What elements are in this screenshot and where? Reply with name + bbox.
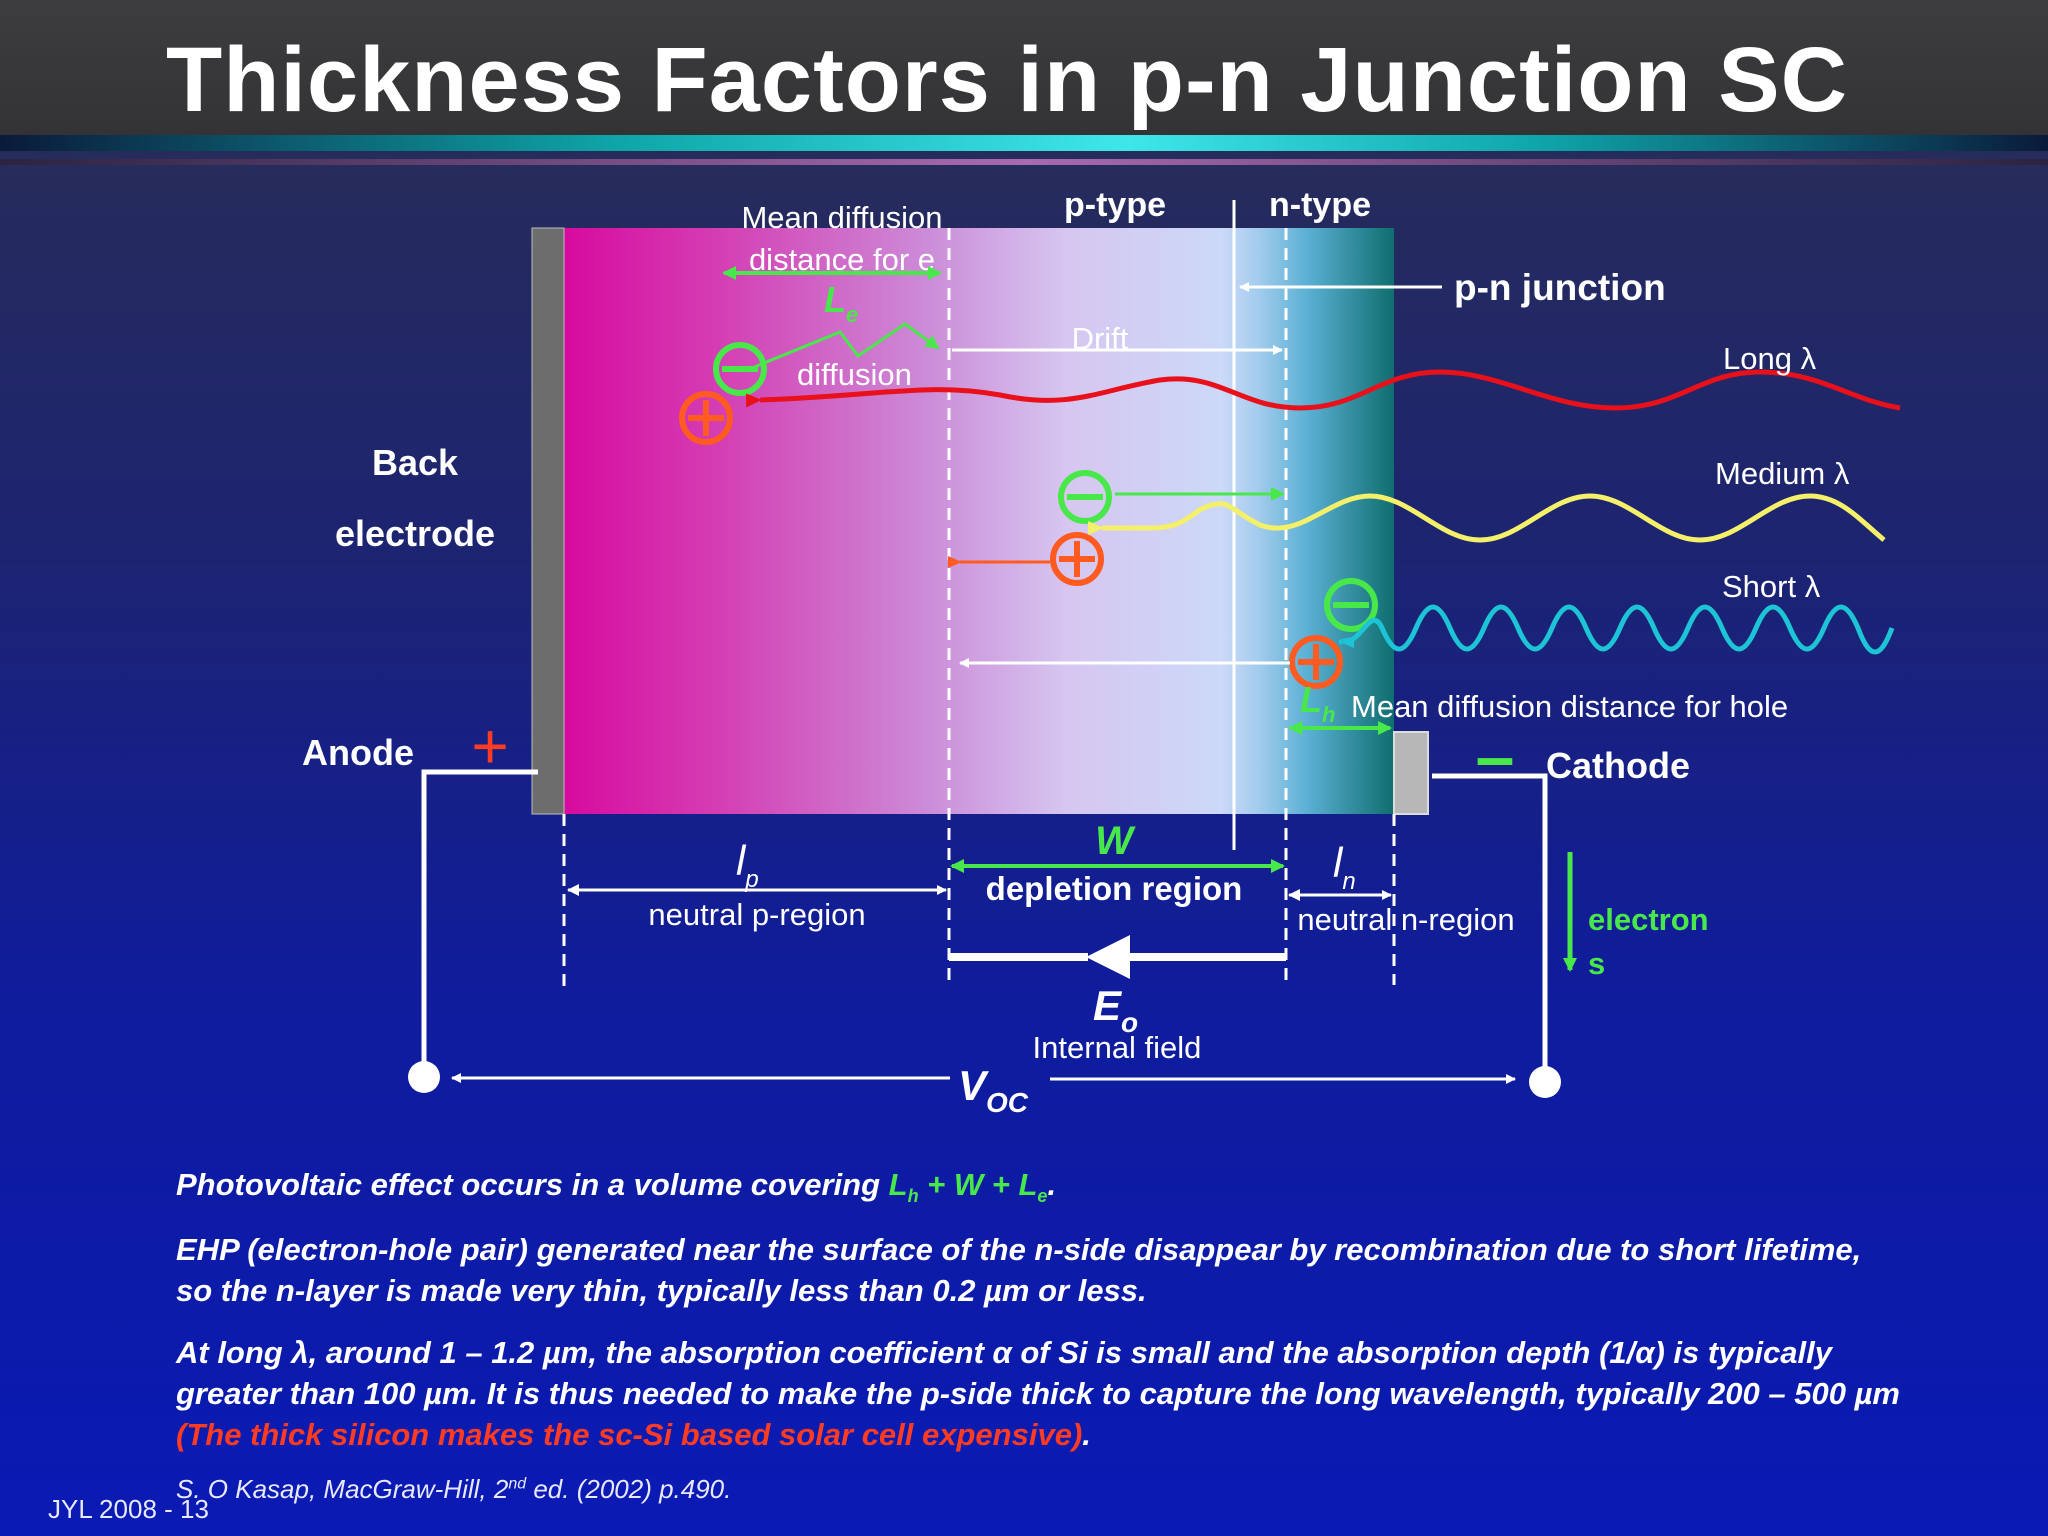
cathode-minus: – [1476,717,1515,795]
le-symbol: Le [824,279,858,327]
hole-long [679,391,733,445]
short-wavelength-wave [1338,604,1895,655]
internal-field-arrowhead [1086,935,1130,979]
anode-label: Anode [302,732,414,773]
voc-symbol: VOC [958,1062,1029,1118]
internal-field-label: Internal field [1033,1030,1202,1065]
anode-wire [421,769,538,1078]
back-electrode-label: Back [372,442,459,483]
back-electrode-plate [531,227,565,815]
electron-long [713,342,767,396]
mean-diffusion-e-label: Mean diffusion [741,200,942,235]
electrons-label: electron [1588,902,1709,937]
electrons-label-2: s [1588,946,1605,981]
title-bar: Thickness Factors in p-n Junction SC [0,0,2048,135]
note-3-cost: (The thick silicon makes the sc-Si based… [176,1417,1083,1452]
note-1-lh: Lh [888,1167,919,1207]
note-1-end: . [1047,1167,1057,1202]
front-contact [1393,731,1429,815]
anode-terminal [408,1061,440,1093]
lh-symbol: Lh [1300,679,1335,727]
w-symbol: W [1095,819,1136,863]
semiconductor-block [532,228,1394,814]
slide-title: Thickness Factors in p-n Junction SC [166,29,1849,131]
eo-symbol: Eo [1093,982,1138,1038]
n-type-label: n-type [1269,186,1371,224]
diffusion-path [751,322,940,370]
neutral-p-label: neutral p-region [648,897,865,932]
back-electrode-label-2: electrode [335,513,495,554]
hole-short [1289,635,1343,689]
long-wavelength-wave [745,369,1901,411]
medium-lambda-label: Medium λ [1715,456,1850,491]
citation: S. O Kasap, MacGraw-Hill, 2nd ed. (2002)… [176,1474,732,1504]
electron-medium [1058,470,1112,524]
cathode-wire [1432,773,1548,1082]
depletion-label: depletion region [986,870,1243,907]
note-1-w: + W + [918,1167,1019,1202]
ln-symbol: ln [1333,839,1356,895]
note-3-text: At long λ, around 1 – 1.2 µm, the absorp… [176,1335,1900,1411]
hole-medium [1050,532,1104,586]
note-1-text: Photovoltaic effect occurs in a volume c… [176,1167,889,1202]
p-type-label: p-type [1064,186,1166,224]
note-ehp-recombination: EHP (electron-hole pair) generated near … [176,1232,1862,1308]
mean-diffusion-hole-label: Mean diffusion distance for hole [1351,689,1788,724]
medium-wavelength-wave [1088,493,1886,543]
cathode-label: Cathode [1546,745,1690,786]
long-lambda-label: Long λ [1723,341,1817,376]
title-divider [0,135,2048,151]
neutral-n-label: neutral n-region [1297,902,1514,937]
lp-symbol: lp [736,837,759,893]
note-1-le: Le [1018,1167,1048,1207]
title-divider-thin [0,159,2048,165]
electron-short [1324,578,1378,632]
pn-junction-label: p-n junction [1454,267,1666,308]
note-photovoltaic-volume: Photovoltaic effect occurs in a volume c… [176,1164,1906,1217]
slide-footer: JYL 2008 - 13 [48,1494,209,1524]
short-lambda-label: Short λ [1722,569,1821,604]
note-long-wavelength: At long λ, around 1 – 1.2 µm, the absorp… [176,1332,1906,1455]
note-3-end: . [1082,1417,1091,1452]
cathode-terminal [1529,1066,1561,1098]
diffusion-label: diffusion [797,357,912,392]
